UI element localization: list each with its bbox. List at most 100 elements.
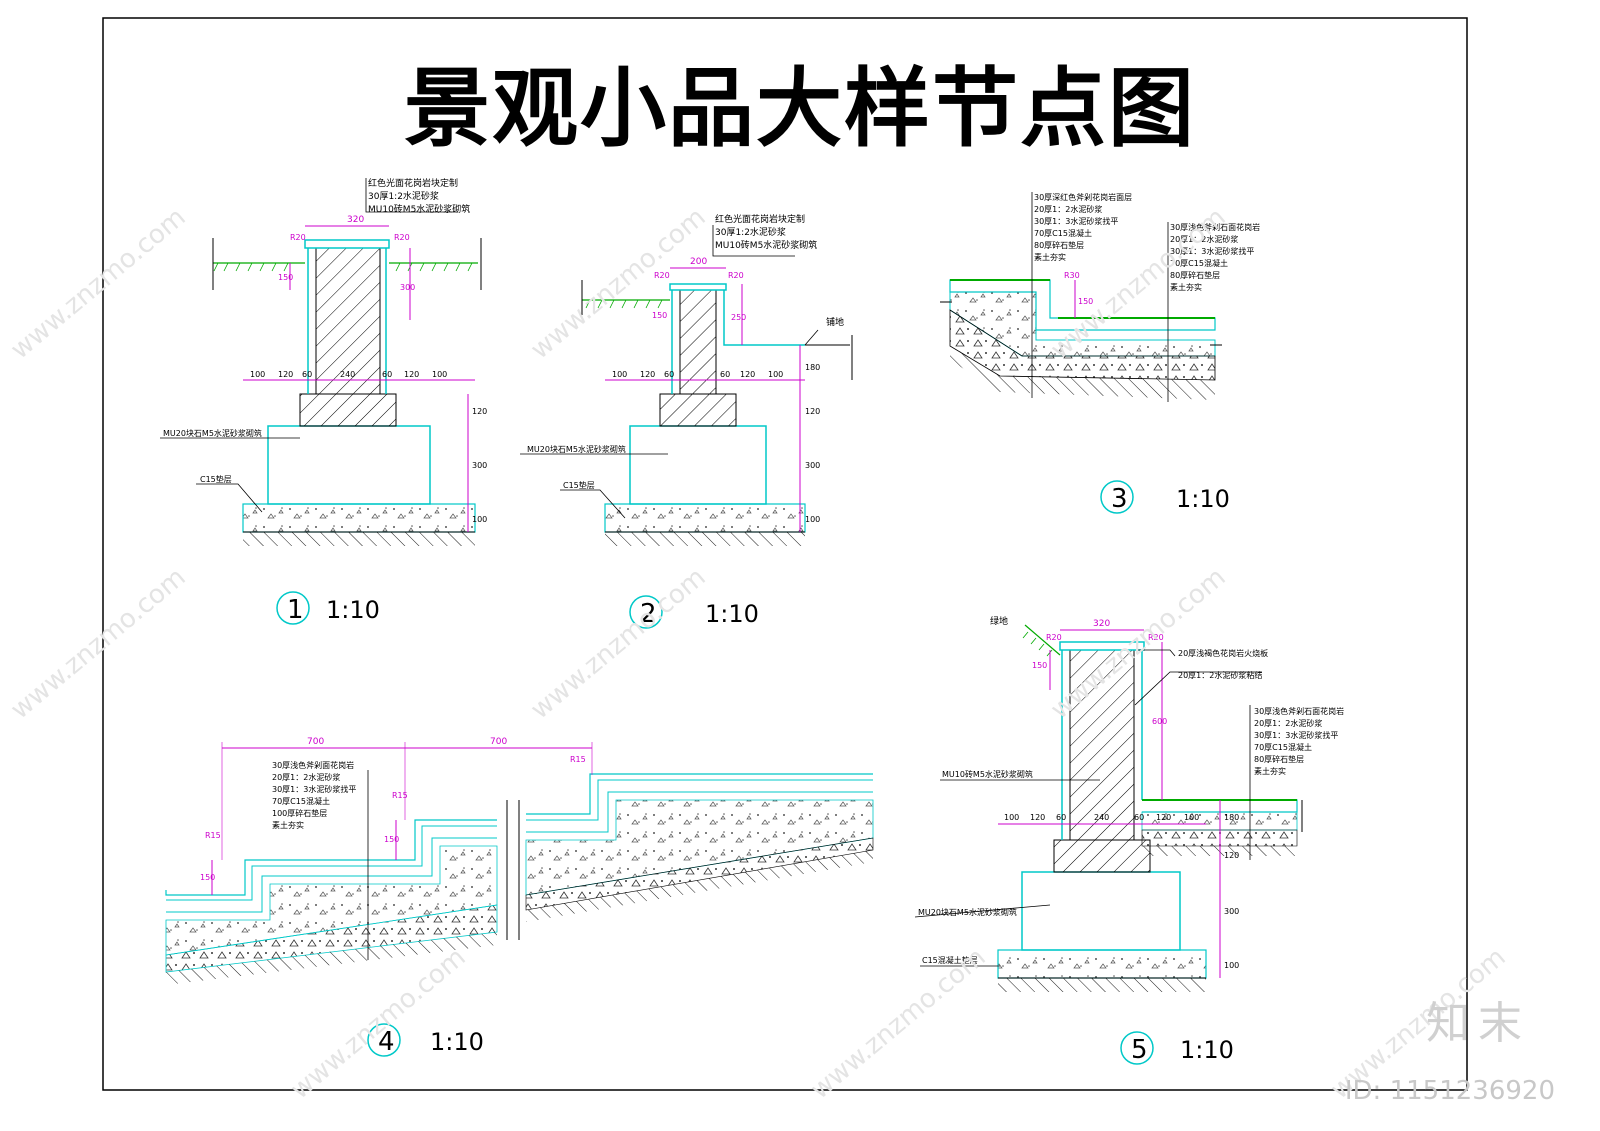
watermark-site: www.znzmo.com [5,562,191,725]
d5-label: 20厚浅褐色花岗岩火烧板 [1178,648,1268,658]
d2-base-label: MU20块石M5水泥砂浆砌筑 [527,444,626,454]
d1-width-dim: 60 [382,370,392,379]
d1-label: 30厚1:2水泥砂浆 [368,190,439,202]
d5-number: 5 [1131,1035,1148,1065]
d3-radius: R30 [1064,271,1080,280]
detail-2 [520,225,853,629]
d5-width-dim: 120 [1156,813,1171,822]
d3-label: 素土夯实 [1034,252,1066,262]
d2-width-dim: 100 [612,370,627,379]
d3-label-right: 30厚1：3水泥砂浆找平 [1170,246,1254,256]
d3-label: 30厚深红色斧剁花岗岩面层 [1034,192,1132,202]
d1-side-dim: 150 [278,273,293,282]
d4-label: 20厚1：2水泥砂浆 [272,772,340,782]
d5-width-dim: 240 [1094,813,1109,822]
d3-scale: 1:10 [1176,485,1230,513]
d3-label-right: 20厚1：2水泥砂浆 [1170,234,1238,244]
d2-label: 红色光面花岗岩块定制 [715,213,805,225]
d1-width-dim: 100 [250,370,265,379]
d1-width-dim: 120 [404,370,419,379]
d5-height-dim: 300 [1224,907,1239,916]
d4-radius: R15 [392,791,408,800]
d4-label: 素土夯实 [272,820,304,830]
d5-scale: 1:10 [1180,1036,1234,1064]
d1-base-label: C15垫层 [200,474,232,484]
d5-label-right: 70厚C15混凝土 [1254,742,1312,752]
d3-label-right: 80厚碎石垫层 [1170,270,1220,280]
granite-cap [304,239,390,249]
d3-label: 20厚1：2水泥砂浆 [1034,204,1102,214]
d3-label: 30厚1：3水泥砂浆找平 [1034,216,1118,226]
d2-height-dim: 300 [805,461,820,470]
d5-width-dim: 100 [1184,813,1199,822]
brick-wall [315,247,381,395]
d3-label: 70厚C15混凝土 [1034,228,1092,238]
d5-width-dim: 120 [1030,813,1045,822]
detail-4 [165,742,874,1057]
d1-radius: R20 [290,233,306,242]
d5-label-right: 30厚浅色斧剁石面花岗岩 [1254,706,1344,716]
d3-label-right: 素土夯实 [1170,282,1202,292]
watermark-site: www.znzmo.com [1045,562,1231,725]
d2-radius: R20 [728,271,744,280]
d5-height-dim: 180 [1224,813,1239,822]
d4-number: 4 [378,1027,395,1057]
d5-width-dim: 100 [1004,813,1019,822]
d2-width-dim: 120 [740,370,755,379]
d5-side-dim: 150 [1032,661,1047,670]
d2-side-dim: 250 [731,313,746,322]
d3-number: 3 [1111,484,1128,514]
d4-radius: R15 [570,755,586,764]
d3-label: 80厚碎石垫层 [1034,240,1084,250]
d5-width-dim: 60 [1056,813,1066,822]
d1-height-dim: 120 [472,407,487,416]
d2-width-dim: 60 [720,370,730,379]
detail-5 [914,624,1303,1065]
d2-radius: R20 [654,271,670,280]
d2-height-dim: 100 [805,515,820,524]
d5-width-dim: 60 [1134,813,1144,822]
d3-label-right: 70厚C15混凝土 [1170,258,1228,268]
d2-side-dim: 150 [652,311,667,320]
d2-scale: 1:10 [705,600,759,628]
detail-1-marker [276,591,310,625]
watermark-id: ID: 1151236920 [1344,1076,1555,1106]
d5-label-right: 20厚1：2水泥砂浆 [1254,718,1322,728]
d1-side-dim: 300 [400,283,415,292]
d1-width-dim: 60 [302,370,312,379]
watermark-site: www.znzmo.com [805,942,991,1105]
d2-height-dim: 120 [805,407,820,416]
d1-top-dim: 320 [347,215,364,225]
d4-label: 70厚C15混凝土 [272,796,330,806]
d5-side-dim: 600 [1152,717,1167,726]
d2-base-label: C15垫层 [563,480,595,490]
d4-top-dim: 700 [490,737,507,747]
d2-extra-label: 铺地 [826,316,844,328]
d1-width-dim: 240 [340,370,355,379]
d4-side-dim: 150 [384,835,399,844]
detail-1 [160,178,482,625]
brick-footing [299,393,397,427]
d5-height-dim: 100 [1224,961,1239,970]
watermark-site: www.znzmo.com [525,562,711,725]
d5-radius: R20 [1046,633,1062,642]
d2-width-dim: 60 [664,370,674,379]
d4-label: 30厚1：3水泥砂浆找平 [272,784,356,794]
d4-label: 30厚浅色斧剁面花岗岩 [272,760,354,770]
d3-side-dim: 150 [1078,297,1093,306]
d5-label-right: 30厚1：3水泥砂浆找平 [1254,730,1338,740]
d5-top-dim: 320 [1093,619,1110,629]
detail-3 [940,192,1222,514]
d2-label: 30厚1:2水泥砂浆 [715,226,786,238]
drawing-frame [102,17,1468,1091]
d5-base-label: C15混凝土垫层 [922,955,978,965]
d5-label-right: 80厚碎石垫层 [1254,754,1304,764]
d1-label: 红色光面花岗岩块定制 [368,177,458,189]
d1-width-dim: 100 [432,370,447,379]
d4-side-dim: 150 [200,873,215,882]
watermark-site: www.znzmo.com [5,202,191,365]
d2-height-dim: 180 [805,363,820,372]
d2-number: 2 [640,599,657,629]
d5-label: 20厚1：2水泥砂浆粘结 [1178,670,1262,680]
